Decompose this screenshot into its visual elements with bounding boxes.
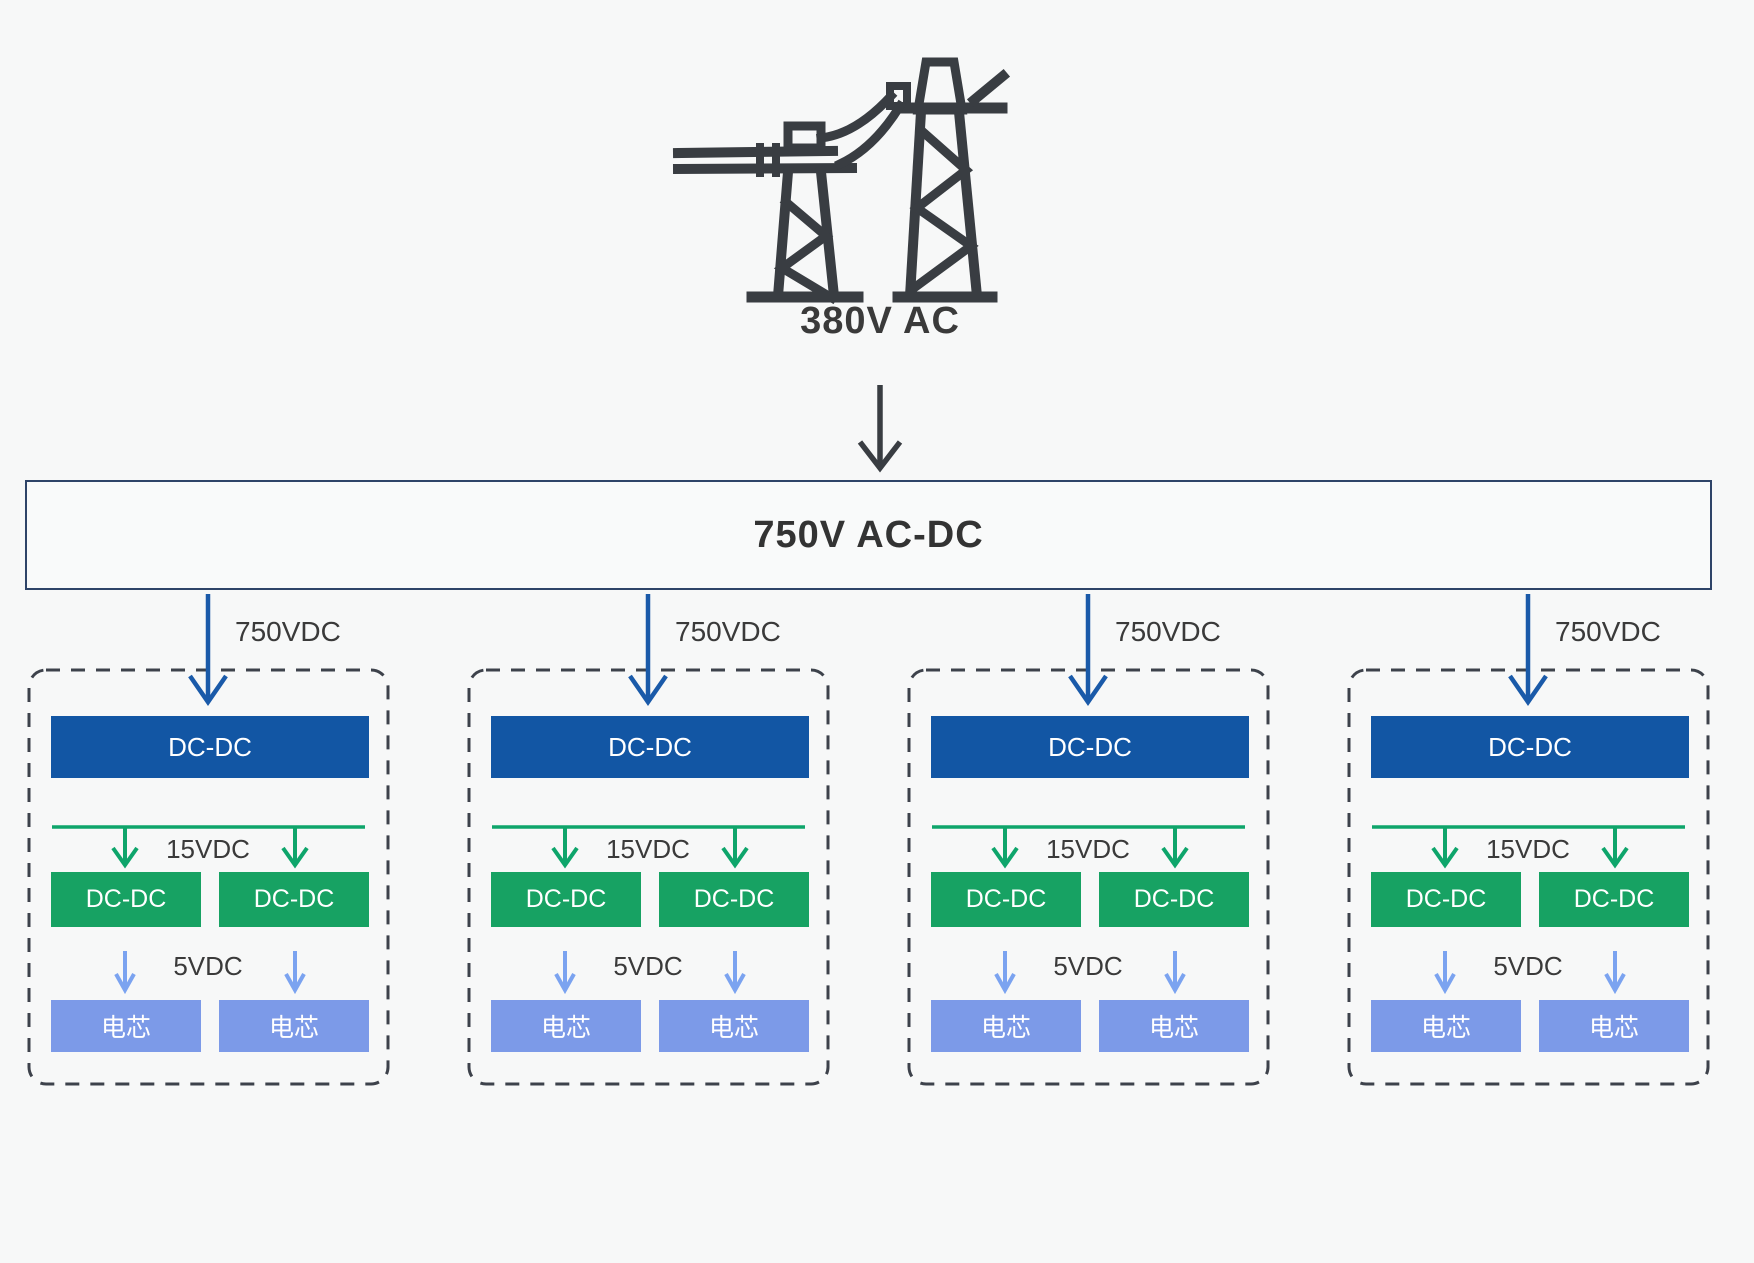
battery-cell-box: 电芯 [51,1000,201,1052]
secondary-dcdc-label: DC-DC [85,885,167,913]
input-voltage-label: 750VDC [1115,616,1221,647]
mid-voltage-label: 15VDC [1486,834,1570,864]
primary-dcdc-label: DC-DC [608,731,692,762]
mid-voltage-label: 15VDC [1046,834,1130,864]
dc-feed-arrow [628,594,668,706]
secondary-dcdc-label: DC-DC [1133,885,1215,913]
input-voltage-label: 750VDC [675,616,781,647]
mid-voltage-distribution-arrows [932,825,1245,869]
secondary-dcdc-label: DC-DC [1573,885,1655,913]
primary-dcdc-box: DC-DC [491,716,809,778]
source-voltage-label: 380V AC [800,300,960,342]
secondary-dcdc-box: DC-DC [931,872,1081,927]
secondary-dcdc-label: DC-DC [525,885,607,913]
mid-voltage-label: 15VDC [166,834,250,864]
primary-dcdc-label: DC-DC [1488,731,1572,762]
low-voltage-arrows [1434,951,1626,995]
ac-dc-converter-box: 750V AC-DC [25,480,1712,590]
dc-feed-arrow [1068,594,1108,706]
battery-cell-label: 电芯 [100,1014,151,1042]
battery-cell-box: 电芯 [491,1000,641,1052]
dc-feed-arrow [1508,594,1548,706]
low-voltage-label: 5VDC [1493,951,1563,981]
dc-feed-arrow [188,594,228,706]
battery-cell-box: 电芯 [659,1000,809,1052]
battery-cell-box: 电芯 [1539,1000,1689,1052]
primary-dcdc-box: DC-DC [1371,716,1689,778]
converter-label: 750V AC-DC [753,513,984,556]
power-branch-2: 750VDC DC-DC 15VDC DC-DC DC-DC [467,594,830,1086]
primary-dcdc-label: DC-DC [168,731,252,762]
low-voltage-label: 5VDC [173,951,243,981]
secondary-dcdc-box: DC-DC [659,872,809,927]
secondary-dcdc-box: DC-DC [491,872,641,927]
power-branch-4: 750VDC DC-DC 15VDC DC-DC DC-DC [1347,594,1710,1086]
secondary-dcdc-label: DC-DC [693,885,775,913]
secondary-dcdc-label: DC-DC [965,885,1047,913]
low-voltage-arrows [114,951,306,995]
secondary-dcdc-box: DC-DC [1099,872,1249,927]
power-branch-1: 750VDC DC-DC 15VDC DC-DC DC-DC [27,594,390,1086]
battery-cell-label: 电芯 [540,1014,591,1042]
secondary-dcdc-label: DC-DC [253,885,335,913]
battery-cell-box: 电芯 [931,1000,1081,1052]
ac-feed-arrow [857,385,903,473]
transmission-towers-icon [672,57,1011,305]
battery-cell-label: 电芯 [1588,1014,1639,1042]
low-voltage-label: 5VDC [613,951,683,981]
secondary-dcdc-box: DC-DC [51,872,201,927]
mid-voltage-label: 15VDC [606,834,690,864]
battery-cell-box: 电芯 [219,1000,369,1052]
low-voltage-arrows [994,951,1186,995]
secondary-dcdc-box: DC-DC [1371,872,1521,927]
power-branch-3: 750VDC DC-DC 15VDC DC-DC DC-DC [907,594,1270,1086]
primary-dcdc-label: DC-DC [1048,731,1132,762]
low-voltage-label: 5VDC [1053,951,1123,981]
low-voltage-arrows [554,951,746,995]
battery-cell-label: 电芯 [708,1014,759,1042]
battery-cell-label: 电芯 [980,1014,1031,1042]
battery-cell-label: 电芯 [1148,1014,1199,1042]
secondary-dcdc-box: DC-DC [1539,872,1689,927]
input-voltage-label: 750VDC [235,616,341,647]
input-voltage-label: 750VDC [1555,616,1661,647]
battery-cell-label: 电芯 [268,1014,319,1042]
secondary-dcdc-label: DC-DC [1405,885,1487,913]
secondary-dcdc-box: DC-DC [219,872,369,927]
mid-voltage-distribution-arrows [52,825,365,869]
battery-cell-box: 电芯 [1371,1000,1521,1052]
battery-cell-box: 电芯 [1099,1000,1249,1052]
mid-voltage-distribution-arrows [1372,825,1685,869]
primary-dcdc-box: DC-DC [51,716,369,778]
mid-voltage-distribution-arrows [492,825,805,869]
battery-cell-label: 电芯 [1420,1014,1471,1042]
primary-dcdc-box: DC-DC [931,716,1249,778]
